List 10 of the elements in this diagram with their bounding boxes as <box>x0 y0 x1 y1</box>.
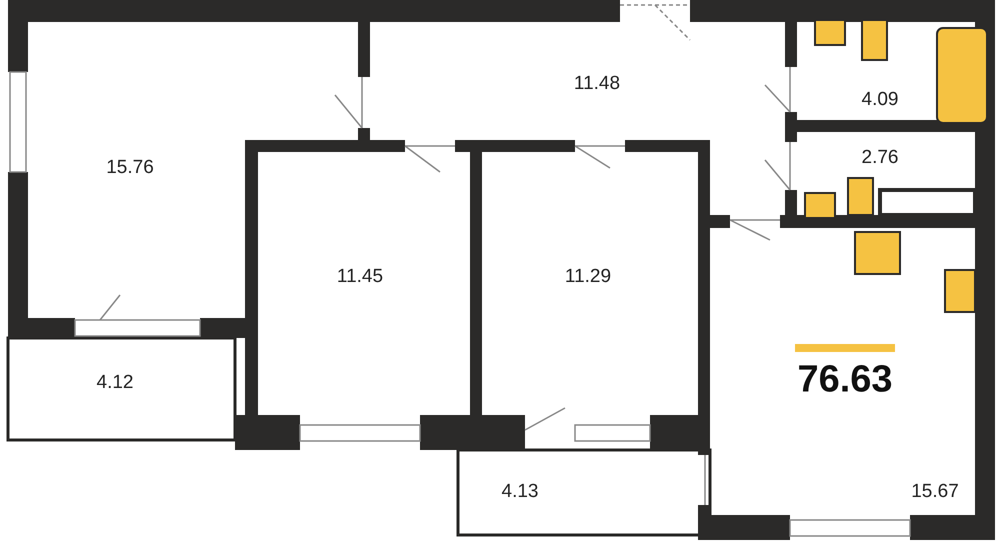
room-area-label: 4.13 <box>502 481 538 503</box>
room-area-label: 11.29 <box>564 266 612 288</box>
room-area-label: 11.45 <box>336 266 384 288</box>
total-area-label: 76.63 <box>797 358 893 402</box>
room-area-label: 4.09 <box>862 89 898 111</box>
room-area-label: 11.48 <box>574 73 620 95</box>
room-area-label: 2.76 <box>862 147 898 169</box>
room-area-label: 15.67 <box>911 481 959 503</box>
room-area-label: 15.76 <box>106 157 154 179</box>
room-area-label: 4.12 <box>96 372 134 394</box>
